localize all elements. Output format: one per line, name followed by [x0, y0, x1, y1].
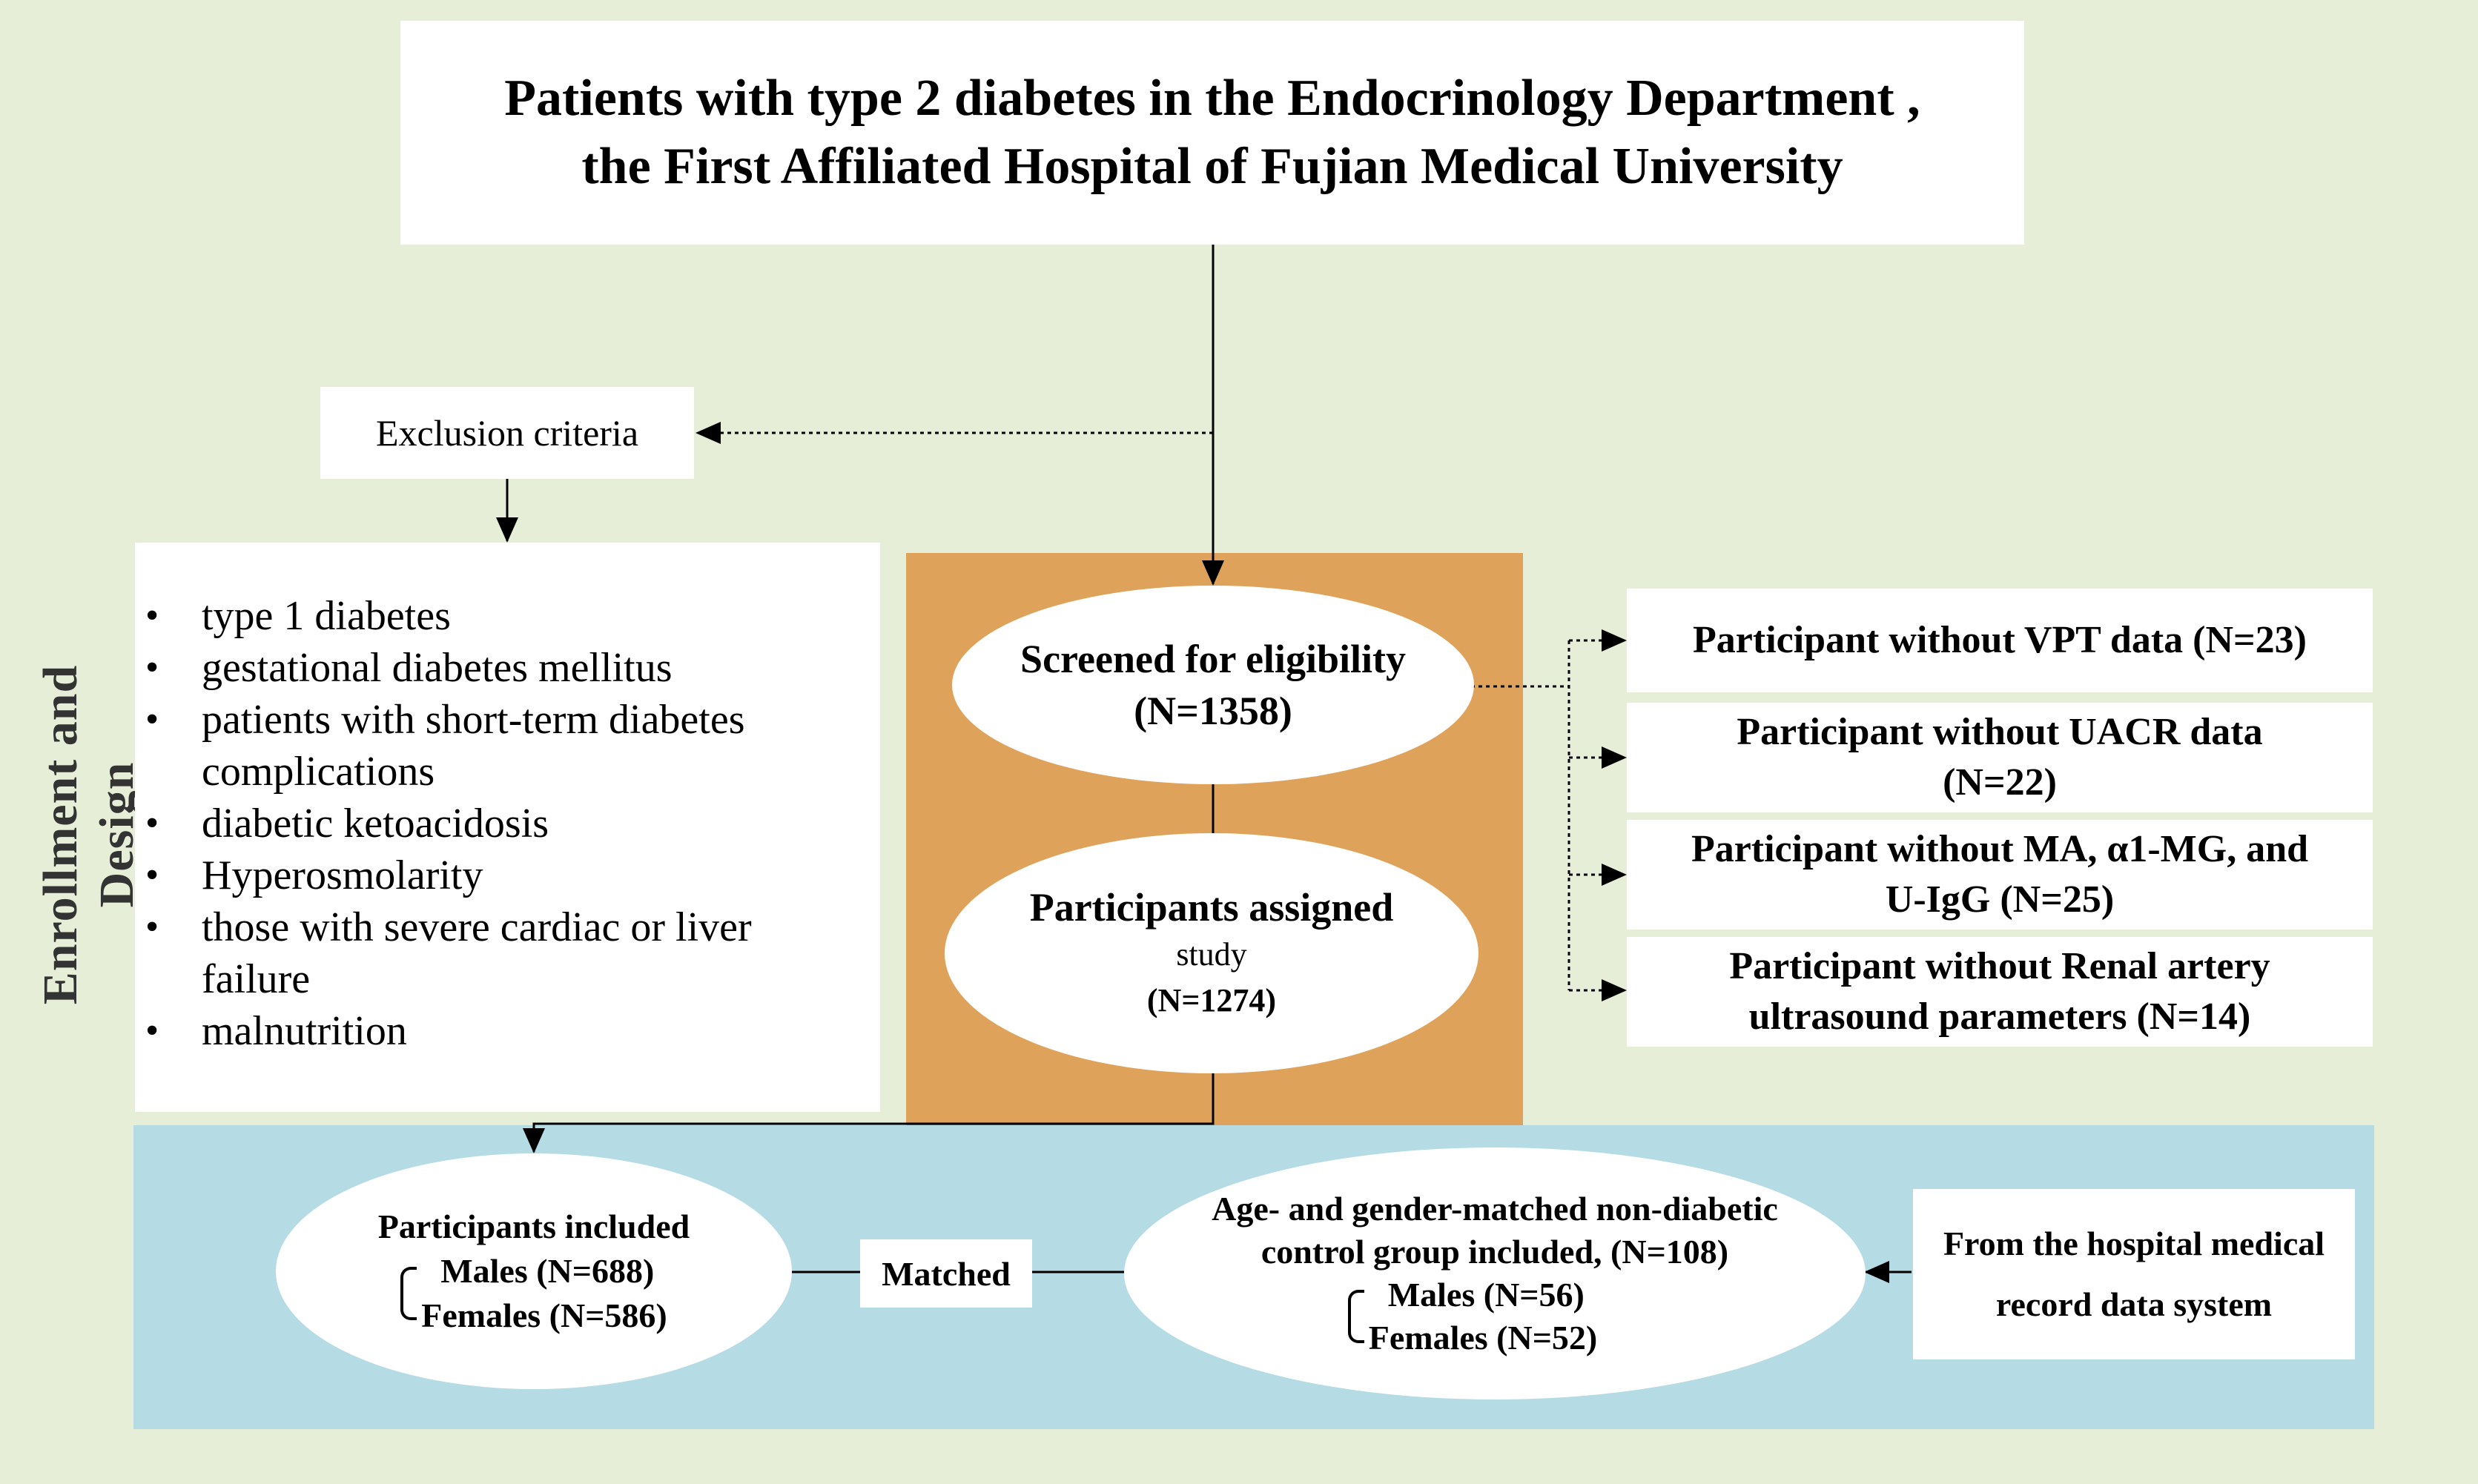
control-breakdown: Males (N=56) Females (N=52)	[1347, 1273, 1598, 1359]
missing-vpt-line1: Participant without VPT data (N=23)	[1693, 619, 2307, 661]
source-population-box: Patients with type 2 diabetes in the End…	[400, 21, 2024, 245]
source-line2: record data system	[1995, 1285, 2273, 1323]
screened-count: (N=1358)	[1134, 689, 1292, 733]
missing-vpt-box: Participant without VPT data (N=23)	[1627, 589, 2373, 692]
included-sex-list: Males (N=688) Females (N=586)	[421, 1249, 667, 1338]
missing-renal-box: Participant without Renal artery ultraso…	[1627, 937, 2373, 1047]
control-males: Males (N=56)	[1387, 1276, 1585, 1314]
missing-uacr-line2: (N=22)	[1943, 761, 2057, 804]
missing-ma-box: Participant without MA, α1-MG, and U-IgG…	[1627, 820, 2373, 930]
exclusion-criteria-label: Exclusion criteria	[375, 412, 639, 454]
exclusion-criteria-box: Exclusion criteria	[320, 387, 694, 479]
exclusion-item: diabetic ketoacidosis	[135, 798, 858, 849]
included-brace	[400, 1267, 417, 1320]
included-ellipse: Participants included Males (N=688) Fema…	[276, 1153, 792, 1389]
source-population-line2: the First Affiliated Hospital of Fujian …	[581, 138, 1843, 195]
control-line1: Age- and gender-matched non-diabetic	[1212, 1190, 1778, 1228]
matched-box: Matched	[860, 1239, 1032, 1308]
exclusion-item: malnutrition	[135, 1005, 858, 1057]
included-females: Females (N=586)	[421, 1296, 667, 1334]
source-population-line1: Patients with type 2 diabetes in the End…	[504, 70, 1920, 127]
missing-uacr-line1: Participant without UACR data	[1737, 711, 2263, 753]
control-line2: control group included, (N=108)	[1261, 1233, 1729, 1271]
missing-ma-line2: U-IgG (N=25)	[1885, 878, 2115, 921]
missing-renal-line2: ultrasound parameters (N=14)	[1748, 996, 2251, 1038]
control-brace	[1347, 1290, 1364, 1343]
missing-renal-line1: Participant without Renal artery	[1729, 945, 2270, 987]
exclusion-item: type 1 diabetes	[135, 590, 858, 642]
exclusion-item: Hyperosmolarity	[135, 849, 858, 901]
screened-title: Screened for eligibility	[1020, 637, 1406, 681]
missing-ma-line1: Participant without MA, α1-MG, and	[1691, 828, 2309, 870]
assigned-sub: study	[1176, 936, 1247, 973]
screened-ellipse: Screened for eligibility (N=1358)	[952, 586, 1474, 784]
exclusion-item: patients with short-term diabetes compli…	[135, 694, 858, 798]
assigned-ellipse: Participants assigned study (N=1274)	[945, 833, 1478, 1073]
control-sex-list: Males (N=56) Females (N=52)	[1369, 1273, 1598, 1359]
assigned-title: Participants assigned	[1029, 885, 1394, 930]
exclusion-item: those with severe cardiac or liver failu…	[135, 901, 858, 1005]
included-title: Participants included	[377, 1208, 690, 1245]
assigned-count: (N=1274)	[1146, 982, 1277, 1018]
matched-label: Matched	[882, 1254, 1011, 1293]
included-breakdown: Males (N=688) Females (N=586)	[400, 1249, 667, 1338]
exclusion-item: gestational diabetes mellitus	[135, 642, 858, 694]
exclusion-list: type 1 diabetes gestational diabetes mel…	[135, 590, 858, 1057]
missing-uacr-box: Participant without UACR data (N=22)	[1627, 703, 2373, 812]
exclusion-list-box: type 1 diabetes gestational diabetes mel…	[135, 543, 880, 1112]
medical-record-source-box: From the hospital medical record data sy…	[1913, 1189, 2355, 1359]
control-ellipse: Age- and gender-matched non-diabetic con…	[1124, 1147, 1866, 1399]
included-males: Males (N=688)	[440, 1252, 655, 1290]
side-title: Enrollment and Design	[33, 664, 144, 1005]
source-line1: From the hospital medical	[1943, 1225, 2325, 1262]
control-females: Females (N=52)	[1368, 1319, 1598, 1357]
